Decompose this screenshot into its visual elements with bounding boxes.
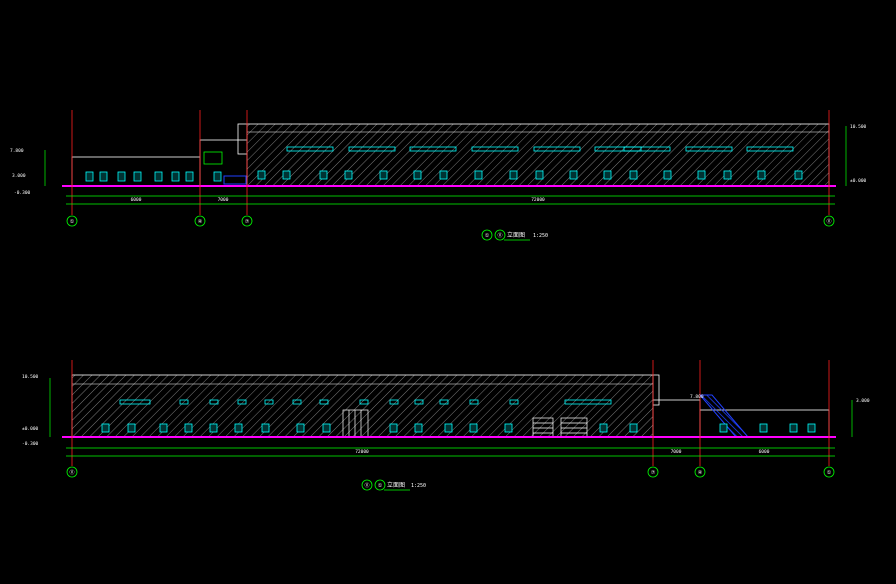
elevation-top: ① ④ ⑦ ⑪ 10.500 7.800 3.000 ±0.000 -0.300…	[10, 110, 867, 241]
axis-bubble	[694, 466, 706, 478]
mid-annex	[652, 399, 701, 438]
lower-windows-top	[85, 170, 803, 182]
level-label: 7.800	[690, 394, 704, 400]
axis-bubble	[823, 215, 835, 227]
level-label: 10.500	[22, 374, 39, 380]
title-axis-a: ⑪	[364, 482, 369, 489]
title-axis-b: ①	[378, 483, 383, 489]
left-annex	[71, 156, 201, 187]
level-label: 10.500	[850, 124, 867, 130]
drawing-title-top: ① ⑪ 立面图 1:250	[481, 229, 548, 241]
blue-accent-top	[223, 175, 247, 185]
grid-axes-top	[71, 110, 830, 215]
title-axis-bubble	[481, 229, 493, 241]
stair-tower	[652, 374, 660, 406]
title-axis-bubble	[361, 479, 373, 491]
title-scale: 1:250	[411, 483, 426, 489]
axis-label: ⑦	[245, 219, 250, 225]
level-label: 3.000	[12, 173, 26, 179]
axis-bubble	[647, 466, 659, 478]
level-label: 3.000	[856, 398, 870, 404]
axis-label: ①	[827, 470, 832, 476]
upper-window-band	[286, 146, 794, 152]
level-label: -0.300	[22, 441, 39, 447]
title-text: 立面图	[387, 481, 405, 489]
axis-bubbles-top	[66, 215, 835, 227]
axis-label: ⑦	[651, 470, 656, 476]
dimension-label: 7000	[218, 197, 229, 203]
title-axis-bubble	[374, 479, 386, 491]
dimension-label: 6000	[759, 449, 770, 455]
stair-tower	[237, 123, 248, 155]
level-label: 7.800	[10, 148, 24, 154]
title-axis-b: ⑪	[497, 232, 502, 239]
dimension-label: 72000	[531, 197, 545, 203]
level-label: ±0.000	[850, 178, 867, 184]
dimension-label: 7000	[671, 449, 682, 455]
dimension-label: 72000	[355, 449, 369, 455]
dimension-label: 6000	[131, 197, 142, 203]
title-text: 立面图	[507, 231, 525, 239]
upper-window-band	[119, 399, 612, 405]
dimension-lines-bottom	[49, 378, 853, 457]
dimension-lines-top	[44, 126, 847, 205]
axis-label: ⑪	[69, 469, 74, 476]
axis-bubble	[194, 215, 206, 227]
lower-windows-bottom	[101, 423, 816, 433]
elevation-bottom: ⑪ ⑦ ④ ① 10.500 7.800 3.000 ±0.000 -0.300…	[22, 360, 870, 491]
green-vent-top	[203, 151, 223, 165]
drawing-title-bottom: ⑪ ① 立面图 1:250	[361, 479, 426, 491]
title-axis-bubble	[494, 229, 506, 241]
axis-bubbles-bottom	[66, 466, 835, 478]
level-label: ±0.000	[22, 426, 39, 432]
axis-bubble	[241, 215, 253, 227]
title-axis-a: ①	[485, 233, 490, 239]
axis-bubble	[66, 466, 78, 478]
axis-bubble	[66, 215, 78, 227]
axis-label: ⑪	[826, 218, 831, 225]
axis-bubble	[823, 466, 835, 478]
axis-label: ①	[70, 219, 75, 225]
axis-label: ④	[698, 470, 703, 476]
axis-label: ④	[198, 219, 203, 225]
title-scale: 1:250	[533, 233, 548, 239]
level-label: -0.300	[14, 190, 31, 196]
